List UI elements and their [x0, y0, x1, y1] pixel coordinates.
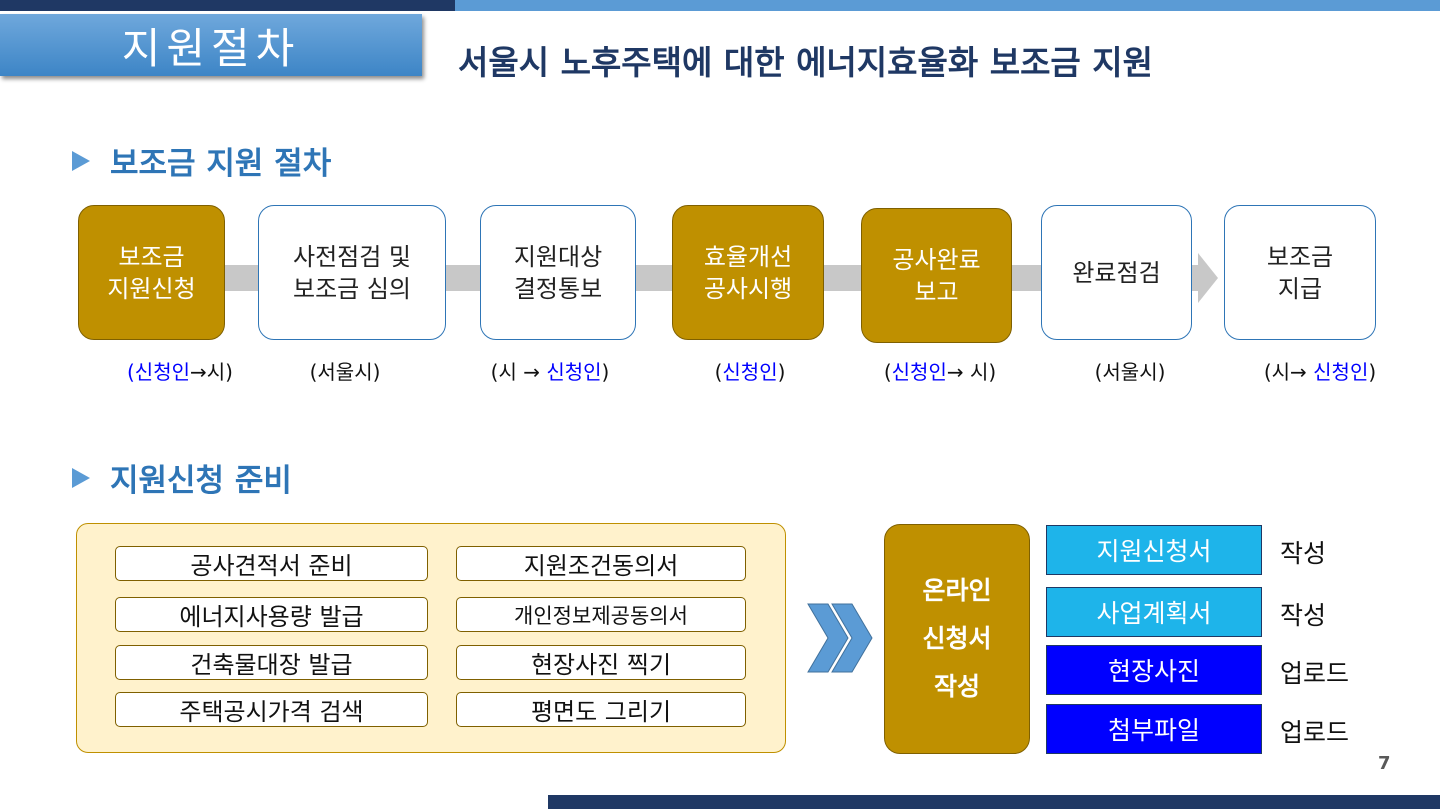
double-chevron-icon [807, 603, 873, 673]
section-heading-preparation: 지원신청 준비 [72, 455, 292, 500]
step-responsible: (신청인→시) [70, 356, 290, 385]
section-title: 지원신청 준비 [110, 463, 292, 499]
prep-item: 공사견적서 준비 [115, 546, 428, 581]
document-button: 사업계획서 [1046, 587, 1262, 637]
document-action: 작성 [1280, 539, 1327, 568]
responsible-text: ( [714, 360, 723, 384]
document-action: 작성 [1280, 601, 1327, 630]
step-label: 보조금 지급 [1266, 242, 1334, 303]
responsible-text: (서울시) [1094, 360, 1166, 384]
responsible-text: →시) [190, 360, 233, 384]
step-responsible: (신청인) [700, 356, 800, 385]
step-label: 완료점검 [1072, 258, 1161, 287]
document-action: 업로드 [1280, 659, 1350, 688]
process-step: 완료점검 [1041, 205, 1192, 340]
responsible-text: (서울시) [309, 360, 381, 384]
process-step: 사전점검 및 보조금 심의 [258, 205, 446, 340]
step-label: 지원대상 결정통보 [513, 242, 603, 303]
section-title: 보조금 지원 절차 [110, 146, 332, 182]
responsible-text: ( [883, 360, 892, 384]
prep-item: 평면도 그리기 [456, 692, 746, 727]
step-responsible: (서울시) [1085, 356, 1175, 385]
responsible-text: ) [1368, 360, 1377, 384]
slide-title: 지원절차 [0, 14, 422, 76]
prep-item: 지원조건동의서 [456, 546, 746, 581]
prep-item: 건축물대장 발급 [115, 645, 428, 680]
responsible-text: 신청인 [1313, 360, 1369, 384]
page-number: 7 [1378, 753, 1391, 774]
responsible-text: 신청인 [722, 360, 778, 384]
step-label: 보조금 지원신청 [107, 242, 196, 303]
flow-arrow-icon [1198, 253, 1218, 303]
process-step: 보조금 지급 [1224, 205, 1376, 340]
online-label-line: 온라인 [922, 576, 992, 605]
triangle-bullet-icon [72, 467, 90, 488]
step-responsible: (시→ 신청인) [1250, 356, 1390, 385]
section-heading-procedure: 보조금 지원 절차 [72, 138, 331, 183]
prep-item: 주택공시가격 검색 [115, 692, 428, 727]
document-button: 지원신청서 [1046, 525, 1262, 575]
responsible-text: (시→ [1263, 360, 1314, 384]
online-label-line: 신청서 [922, 624, 992, 653]
responsible-text: ) [777, 360, 786, 384]
top-bar-dark [0, 0, 455, 11]
responsible-text: → 시) [946, 360, 997, 384]
step-responsible: (시 → 신청인) [480, 356, 620, 385]
online-application-box: 온라인 신청서 작성 [884, 524, 1030, 754]
triangle-bullet-icon [72, 150, 90, 171]
step-responsible: (신청인→ 시) [865, 356, 1015, 385]
top-bar-light [455, 0, 1440, 11]
responsible-text: 신청인 [891, 360, 947, 384]
bottom-bar [548, 795, 1440, 809]
prep-item: 개인정보제공동의서 [456, 597, 746, 632]
process-step: 지원대상 결정통보 [480, 205, 636, 340]
prep-item: 현장사진 찍기 [456, 645, 746, 680]
step-label: 공사완료 보고 [892, 245, 981, 306]
responsible-text: (시 → [490, 360, 547, 384]
online-label-line: 작성 [933, 672, 980, 701]
step-label: 효율개선 공사시행 [703, 242, 793, 303]
slide-subtitle: 서울시 노후주택에 대한 에너지효율화 보조금 지원 [458, 43, 1154, 82]
prep-item: 에너지사용량 발급 [115, 597, 428, 632]
document-button: 첨부파일 [1046, 704, 1262, 754]
responsible-text: (신청인 [127, 360, 191, 384]
responsible-text: ) [601, 360, 610, 384]
responsible-text: 신청인 [546, 360, 602, 384]
process-step: 공사완료 보고 [861, 208, 1012, 343]
document-button: 현장사진 [1046, 645, 1262, 695]
process-step: 보조금 지원신청 [78, 205, 225, 340]
document-action: 업로드 [1280, 718, 1350, 747]
step-label: 사전점검 및 보조금 심의 [292, 242, 412, 303]
process-step: 효율개선 공사시행 [672, 205, 824, 340]
step-responsible: (서울시) [300, 356, 390, 385]
